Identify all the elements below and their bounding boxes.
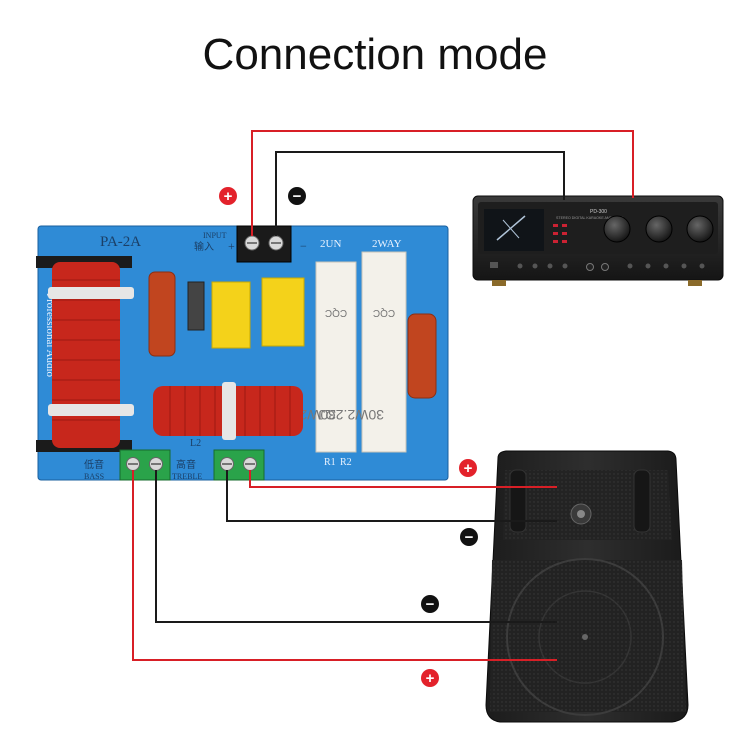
bass-label: BASS: [84, 472, 104, 481]
amp-model: PD-300: [590, 209, 607, 215]
film-capacitor-1: [148, 271, 176, 357]
wire-bass-positive: [132, 470, 557, 661]
svg-text:−: −: [426, 596, 435, 613]
board-input-minus: −: [300, 239, 307, 253]
amp-subtitle: STEREO DIGITAL KARAOKE AMPLIFIER: [556, 216, 624, 220]
small-component: [187, 281, 205, 331]
speaker-woofer: [506, 558, 664, 716]
wire-treble-negative: [226, 470, 557, 522]
polarity-plus-treble: +: [459, 459, 477, 477]
amp-knob-3: [686, 215, 714, 243]
cement-resistor-2: 30W2.2ΩJ CQC: [318, 251, 407, 453]
amp-foot-left: [492, 280, 506, 286]
svg-text:+: +: [426, 670, 435, 687]
wire-treble-positive: [249, 470, 557, 488]
bass-cn: 低音: [84, 458, 104, 471]
wire-input-negative: [275, 151, 565, 236]
polarity-plus-bass: +: [421, 669, 439, 687]
treble-inductor: [153, 382, 303, 440]
amp-foot-right: [688, 280, 702, 286]
board-way-left: 2UN: [320, 238, 341, 250]
treble-output-terminal: [213, 449, 265, 481]
svg-text:CQC: CQC: [325, 307, 347, 318]
wire-bass-negative: [155, 470, 557, 623]
treble-label: TREBLE: [172, 472, 202, 481]
amp-status-leds: [553, 224, 567, 243]
svg-text:+: +: [224, 188, 233, 205]
page-title: Connection mode: [202, 30, 548, 79]
svg-text:+: +: [464, 460, 473, 477]
svg-text:CQC: CQC: [373, 307, 395, 318]
bass-inductor: [36, 256, 134, 452]
amp-display: [484, 209, 544, 251]
polarity-minus-treble: −: [460, 528, 478, 546]
amplifier: PD-300 STEREO DIGITAL KARAOKE AMPLIFIER: [472, 195, 724, 286]
speaker: [485, 450, 689, 723]
amp-knob-1: [603, 215, 631, 243]
polarity-minus-bass: −: [421, 595, 439, 613]
board-input-label: INPUT: [203, 231, 227, 240]
svg-text:−: −: [293, 188, 302, 205]
polarity-minus-input: −: [288, 187, 306, 205]
amp-bottom-controls: [490, 262, 705, 271]
polarity-plus-input: +: [219, 187, 237, 205]
board-l2: L2: [190, 438, 201, 449]
crossover-board: PA-2A INPUT 输入 + − 2UN 2WAY Professional…: [36, 225, 449, 481]
board-r2: R2: [340, 457, 352, 468]
board-input-plus: +: [228, 239, 235, 253]
svg-text:−: −: [465, 529, 474, 546]
wire-input-positive: [251, 130, 634, 236]
treble-cn: 高音: [176, 458, 196, 471]
yellow-capacitor-2: [261, 277, 305, 347]
bass-output-terminal: [119, 449, 171, 481]
board-r1: R1: [324, 457, 336, 468]
yellow-capacitor-1: [211, 281, 251, 349]
speaker-handle-left: [509, 469, 527, 533]
film-capacitor-2: [407, 313, 437, 399]
board-input-cn: 输入: [194, 240, 214, 253]
input-terminal: [236, 225, 292, 263]
amp-knob-2: [645, 215, 673, 243]
svg-text:30W2.2ΩJ: 30W2.2ΩJ: [318, 407, 384, 423]
speaker-handle-right: [633, 469, 651, 533]
board-model: PA-2A: [100, 234, 141, 250]
board-way-right: 2WAY: [372, 238, 402, 250]
